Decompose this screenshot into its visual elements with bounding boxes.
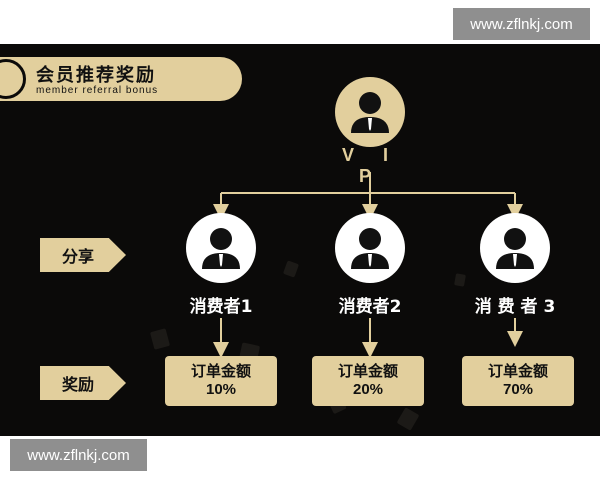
reward-box-1: 订单金额 10% bbox=[165, 356, 277, 406]
person-icon bbox=[351, 92, 389, 133]
decor-card bbox=[454, 273, 466, 287]
consumer-avatar-1 bbox=[186, 213, 256, 283]
reward-percentage: 10% bbox=[205, 381, 237, 398]
reward-box-3: 订单金额 70% bbox=[462, 356, 574, 406]
consumer-label-3: 消 费 者 3 bbox=[474, 297, 556, 317]
tag-reward: 奖励 bbox=[40, 366, 126, 400]
title-badge-circle bbox=[0, 59, 26, 99]
title-badge: 会员推荐奖励 member referral bonus bbox=[0, 57, 242, 101]
decor-card bbox=[282, 260, 300, 278]
decor-card bbox=[149, 328, 171, 350]
decor-card bbox=[396, 407, 420, 431]
consumer-label-1: 消费者1 bbox=[189, 297, 253, 317]
person-icon bbox=[496, 228, 534, 269]
reward-title: 订单金额 bbox=[190, 362, 251, 380]
reward-box-2: 订单金额 20% bbox=[312, 356, 424, 406]
tag-share: 分享 bbox=[40, 238, 126, 272]
page-title: 会员推荐奖励 bbox=[36, 65, 156, 86]
person-icon bbox=[351, 228, 389, 269]
reward-title: 订单金额 bbox=[487, 362, 548, 380]
reward-percentage: 20% bbox=[352, 381, 384, 398]
person-icon bbox=[202, 228, 240, 269]
watermark-bottom: www.zflnkj.com bbox=[10, 439, 147, 471]
consumer-avatar-2 bbox=[335, 213, 405, 283]
consumer-avatar-3 bbox=[480, 213, 550, 283]
page-subtitle: member referral bonus bbox=[36, 85, 159, 96]
watermark-top: www.zflnkj.com bbox=[453, 8, 590, 40]
vip-avatar bbox=[335, 77, 405, 147]
consumer-label-2: 消费者2 bbox=[338, 297, 402, 317]
reward-title: 订单金额 bbox=[337, 362, 398, 380]
reward-percentage: 70% bbox=[502, 381, 534, 398]
vip-label: V I P bbox=[341, 145, 400, 186]
